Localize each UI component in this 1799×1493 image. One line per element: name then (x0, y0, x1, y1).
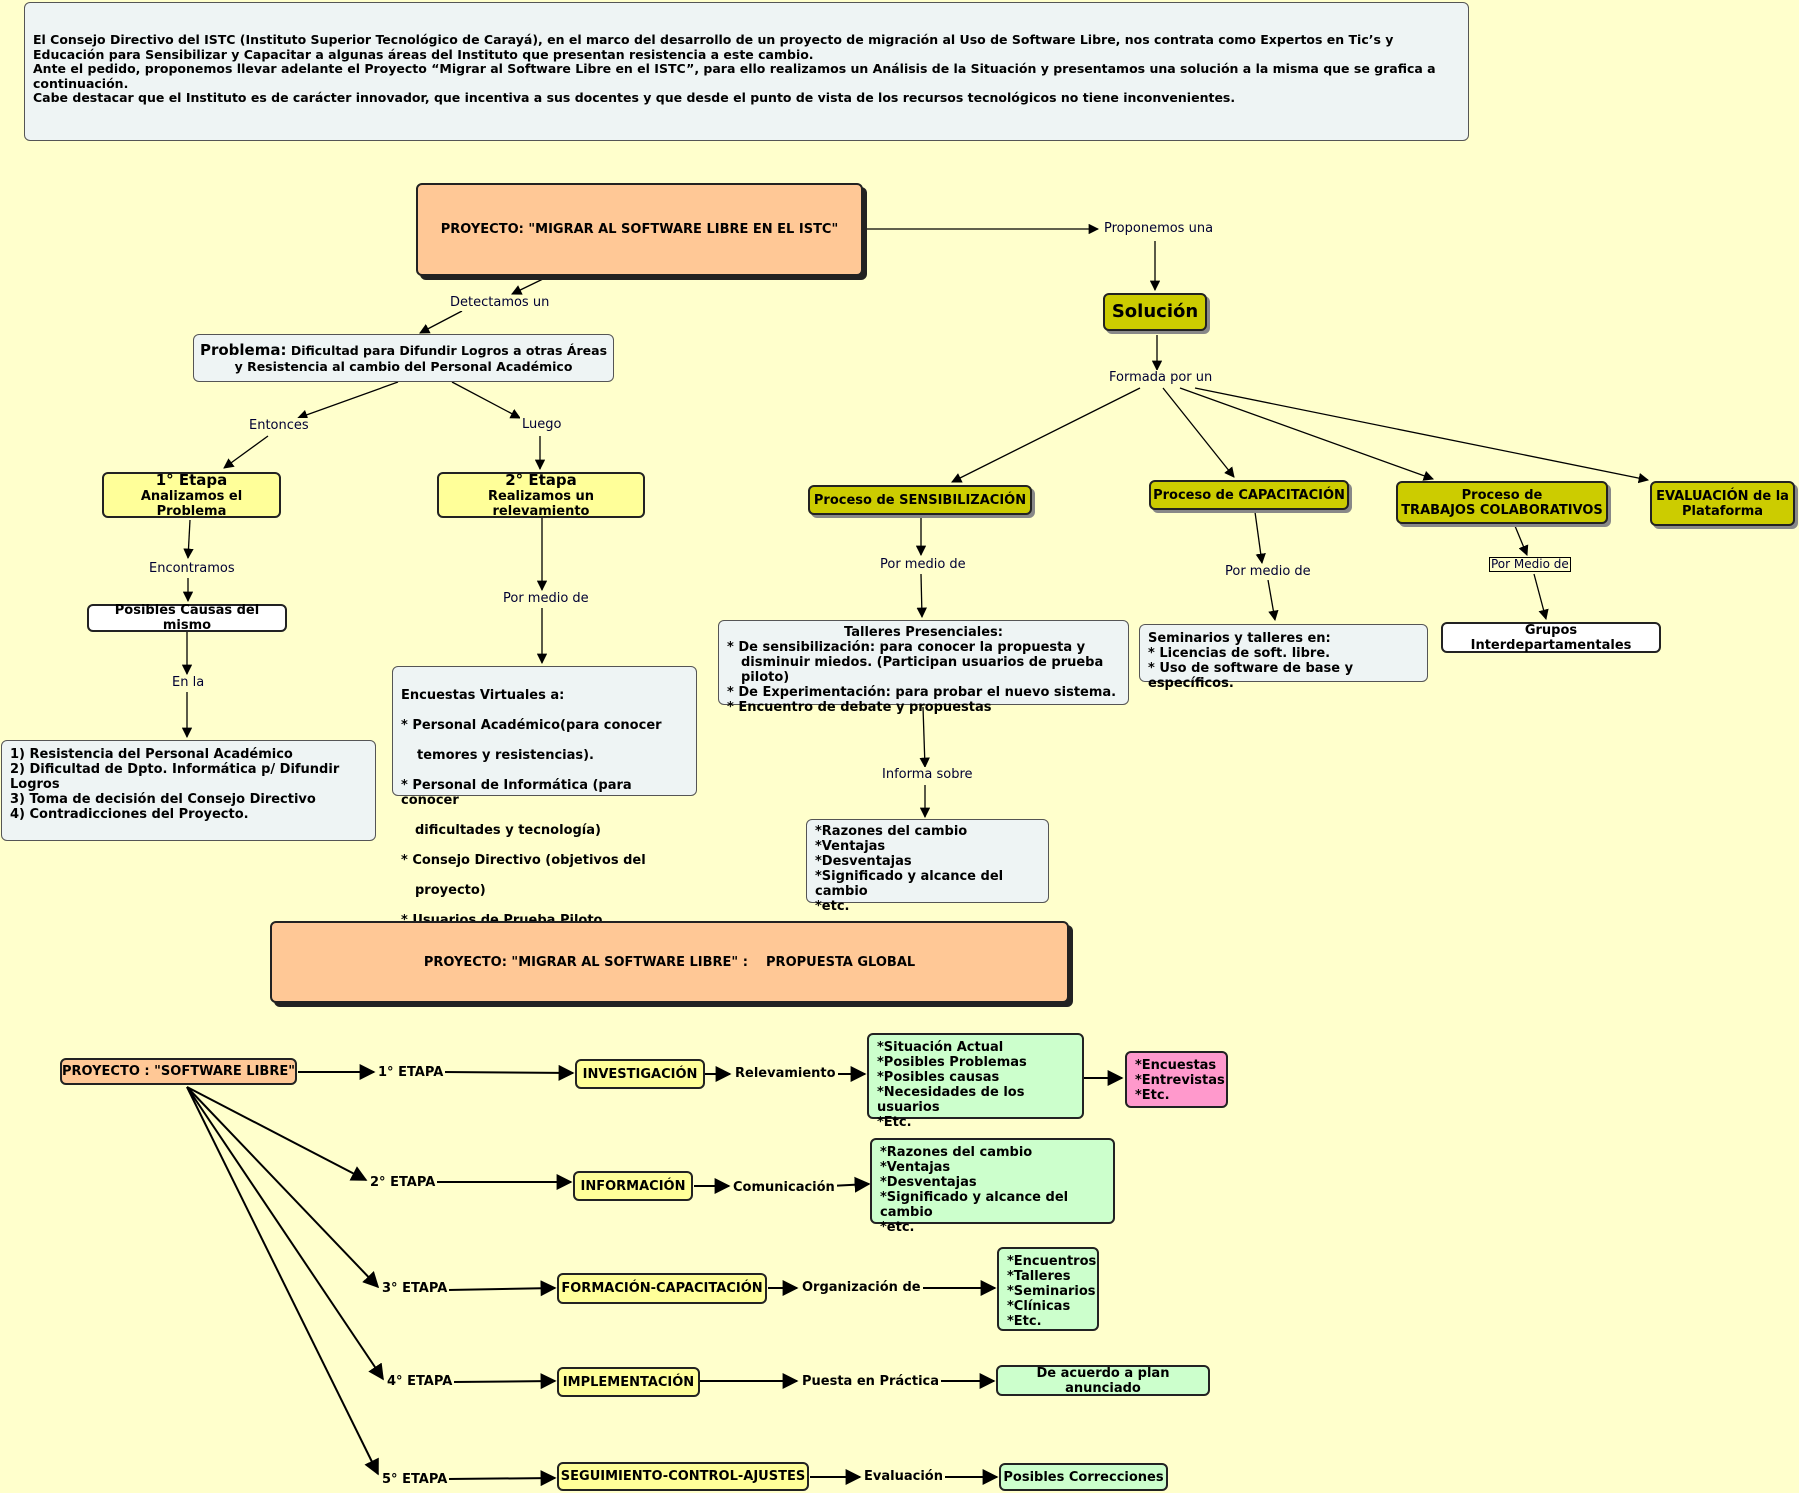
etapa-1-label: 1° ETAPA (376, 1065, 446, 1081)
surveys-title: Encuestas Virtuales a: (401, 688, 565, 703)
process-trabajos-line-1: Proceso de (1461, 487, 1543, 503)
process-sensibilizacion-node[interactable]: Proceso de SENSIBILIZACIÓN (808, 485, 1032, 515)
seminars-node[interactable]: Seminarios y talleres en: * Licencias de… (1139, 624, 1428, 691)
problem-text: Dificultad para Difundir Logros a otras … (290, 342, 608, 358)
extra-1-node[interactable]: *Encuestas *Entrevistas *Etc. (1125, 1051, 1228, 1108)
solution-node[interactable]: Solución (1103, 293, 1207, 331)
label-formada: Formada por un (1107, 370, 1215, 386)
label-por-medio-3: Por medio de (1223, 564, 1313, 580)
result-5-node[interactable]: Posibles Correcciones (999, 1463, 1168, 1491)
informacion-node[interactable]: INFORMACIÓN (573, 1171, 693, 1201)
groups-label: Grupos Interdepartamentales (1470, 622, 1632, 653)
process-capacitacion-label: Proceso de CAPACITACIÓN (1153, 487, 1345, 503)
etapa2-title: 2° Etapa (505, 470, 577, 489)
formacion-label: FORMACIÓN-CAPACITACIÓN (561, 1281, 763, 1296)
result-4-label: De acuerdo a plan anunciado (1036, 1365, 1170, 1396)
intro-paragraph-1: El Consejo Directivo del ISTC (Instituto… (33, 32, 1394, 62)
label-encontramos: Encontramos (147, 561, 237, 577)
process-sensibilizacion-label: Proceso de SENSIBILIZACIÓN (813, 492, 1027, 508)
investigacion-label: INVESTIGACIÓN (582, 1066, 698, 1082)
process-evaluacion-line-1: EVALUACIÓN de la (1656, 488, 1789, 504)
workshops-item-3: * Encuentro de debate y propuestas (727, 700, 992, 715)
verb-evaluacion: Evaluación (862, 1469, 945, 1485)
surveys-item-2b: dificultades y tecnología) (415, 823, 601, 838)
label-entonces: Entonces (247, 418, 311, 434)
label-en-la: En la (170, 675, 207, 691)
problem-title: Problema: (199, 340, 287, 359)
verb-comunicacion: Comunicación (731, 1180, 837, 1196)
seguimiento-node[interactable]: SEGUIMIENTO-CONTROL-AJUSTES (557, 1462, 809, 1491)
process-trabajos-line-2: TRABAJOS COLABORATIVOS (1401, 502, 1603, 518)
seguimiento-label: SEGUIMIENTO-CONTROL-AJUSTES (560, 1469, 806, 1484)
etapa1-sub: Analizamos el Problema (140, 488, 243, 519)
implementacion-label: IMPLEMENTACIÓN (562, 1374, 695, 1390)
etapa-3-label: 3° ETAPA (380, 1281, 450, 1297)
label-luego: Luego (520, 417, 564, 433)
process-evaluacion-node[interactable]: EVALUACIÓN de la Plataforma (1650, 481, 1795, 526)
groups-node[interactable]: Grupos Interdepartamentales (1441, 622, 1661, 653)
reasons-node[interactable]: *Razones del cambio *Ventajas *Desventaj… (806, 819, 1049, 914)
verb-relevamiento: Relevamiento (733, 1066, 838, 1082)
workshops-node[interactable]: Talleres Presenciales: * De sensibilizac… (718, 620, 1129, 715)
label-detectamos: Detectamos un (448, 295, 552, 311)
informacion-label: INFORMACIÓN (580, 1178, 686, 1194)
intro-paragraph-3: Cabe destacar que el Instituto es de car… (33, 90, 1236, 105)
workshops-title: Talleres Presenciales: (844, 625, 1003, 640)
causes-node[interactable]: Posibles Causas del mismo (87, 603, 287, 633)
label-informa: Informa sobre (880, 767, 975, 783)
process-evaluacion-line-2: Plataforma (1681, 503, 1764, 519)
process-trabajos-node[interactable]: Proceso de TRABAJOS COLABORATIVOS (1396, 481, 1608, 524)
intro-paragraph-2: Ante el pedido, proponemos llevar adelan… (33, 61, 1436, 91)
label-por-medio-1: Por medio de (501, 591, 591, 607)
surveys-item-1: * Personal Académico(para conocer (401, 718, 662, 733)
surveys-item-1b: temores y resistencias). (417, 748, 594, 763)
etapa-2-label: 2° ETAPA (368, 1175, 438, 1191)
causes-list-node[interactable]: 1) Resistencia del Personal Académico 2)… (1, 740, 376, 841)
process-capacitacion-node[interactable]: Proceso de CAPACITACIÓN (1149, 480, 1349, 510)
etapa-5-label: 5° ETAPA (380, 1472, 450, 1488)
etapa1-title: 1° Etapa (155, 470, 228, 489)
workshops-item-1: * De sensibilización: para conocer la pr… (727, 640, 1086, 655)
label-por-medio-4: Por Medio de (1489, 557, 1571, 572)
etapa2-sub: Realizamos un relevamiento (487, 488, 595, 519)
etapa1-node[interactable]: 1° Etapa Analizamos el Problema (102, 470, 281, 519)
investigacion-node[interactable]: INVESTIGACIÓN (575, 1059, 705, 1089)
root-node[interactable]: PROYECTO : "SOFTWARE LIBRE" (60, 1058, 297, 1085)
result-4-node[interactable]: De acuerdo a plan anunciado (996, 1365, 1210, 1396)
problem-node[interactable]: Problema: Dificultad para Difundir Logro… (193, 334, 614, 382)
global-proposal-label: PROYECTO: "MIGRAR AL SOFTWARE LIBRE" : P… (423, 954, 916, 970)
surveys-item-2: * Personal de Informática (para conocer (401, 778, 632, 808)
workshops-item-1b: disminuir miedos. (Participan usuarios d… (741, 655, 1104, 685)
surveys-node[interactable]: Encuestas Virtuales a: * Personal Académ… (392, 666, 697, 943)
label-por-medio-2: Por medio de (878, 557, 968, 573)
result-1-node[interactable]: *Situación Actual *Posibles Problemas *P… (867, 1033, 1084, 1130)
implementacion-node[interactable]: IMPLEMENTACIÓN (557, 1367, 700, 1397)
result-2-node[interactable]: *Razones del cambio *Ventajas *Desventaj… (870, 1138, 1115, 1235)
label-proponemos: Proponemos una (1102, 221, 1216, 237)
result-5-label: Posibles Correcciones (1003, 1469, 1164, 1485)
surveys-item-3b: proyecto) (415, 883, 486, 898)
root-label: PROYECTO : "SOFTWARE LIBRE" (62, 1064, 295, 1079)
intro-box: El Consejo Directivo del ISTC (Instituto… (24, 2, 1469, 141)
project-node[interactable]: PROYECTO: "MIGRAR AL SOFTWARE LIBRE EN E… (416, 183, 863, 276)
surveys-item-3: * Consejo Directivo (objetivos del (401, 853, 646, 868)
result-3-node[interactable]: *Encuentros *Talleres *Seminarios *Clíni… (997, 1247, 1099, 1331)
etapa2-node[interactable]: 2° Etapa Realizamos un relevamiento (437, 470, 645, 519)
etapa-4-label: 4° ETAPA (385, 1374, 455, 1390)
verb-organizacion: Organización de (800, 1280, 923, 1296)
project-node-label: PROYECTO: "MIGRAR AL SOFTWARE LIBRE EN E… (440, 222, 839, 237)
verb-puesta: Puesta en Práctica (800, 1374, 942, 1390)
formacion-node[interactable]: FORMACIÓN-CAPACITACIÓN (557, 1273, 767, 1304)
global-proposal-node[interactable]: PROYECTO: "MIGRAR AL SOFTWARE LIBRE" : P… (270, 921, 1069, 1003)
solution-label: Solución (1111, 301, 1199, 322)
workshops-item-2: * De Experimentación: para probar el nue… (727, 685, 1117, 700)
causes-label: Posibles Causas del mismo (114, 603, 260, 633)
problem-text-2: y Resistencia al cambio del Personal Aca… (234, 358, 573, 374)
